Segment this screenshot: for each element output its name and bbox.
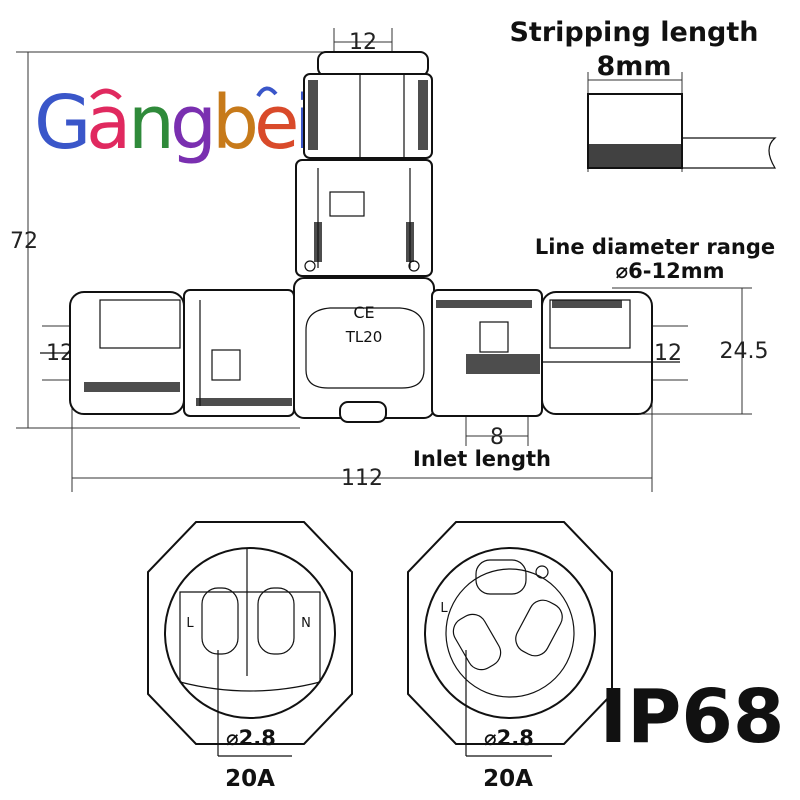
logo-swoosh-e <box>256 86 278 98</box>
stripping-length-title: Stripping length <box>509 17 758 48</box>
dim-total-length: 112 <box>341 466 383 491</box>
brand-logo: G a n g b e i <box>34 80 315 166</box>
pin-label-n: N <box>301 616 311 631</box>
ce-mark: CE <box>353 303 374 322</box>
connector-face-2pin <box>147 521 353 757</box>
logo-letter-g2: g <box>170 80 217 166</box>
logo-letter-e: e <box>254 80 300 166</box>
dim-height: 72 <box>10 229 38 254</box>
ip-rating: IP68 <box>600 674 785 760</box>
connector-face-3pin <box>407 521 613 757</box>
hole-diameter-1: ⌀2.8 <box>226 726 276 750</box>
t-connector-drawing: CE TL20 <box>40 51 680 423</box>
model-label: TL20 <box>345 328 383 346</box>
hole-diameter-2: ⌀2.8 <box>484 726 534 750</box>
logo-swoosh-a <box>90 88 122 100</box>
current-rating-2: 20A <box>483 766 533 792</box>
pin-label-l-2: L <box>440 601 448 616</box>
logo-letter-n: n <box>128 80 175 166</box>
inlet-length-label: Inlet length <box>413 447 551 471</box>
current-rating-1: 20A <box>225 766 275 792</box>
dim-inlet: 8 <box>490 425 504 450</box>
dim-body-height: 24.5 <box>720 339 769 364</box>
stripping-length-value: 8mm <box>596 51 671 82</box>
logo-letter-b: b <box>212 80 259 166</box>
stripping-inset <box>587 72 777 172</box>
dim-top-width: 12 <box>349 30 377 55</box>
line-range-title: Line diameter range <box>535 235 775 259</box>
logo-letter-g: G <box>34 80 91 166</box>
pin-label-l-1: L <box>186 616 194 631</box>
line-range-value: ⌀6-12mm <box>616 259 725 283</box>
